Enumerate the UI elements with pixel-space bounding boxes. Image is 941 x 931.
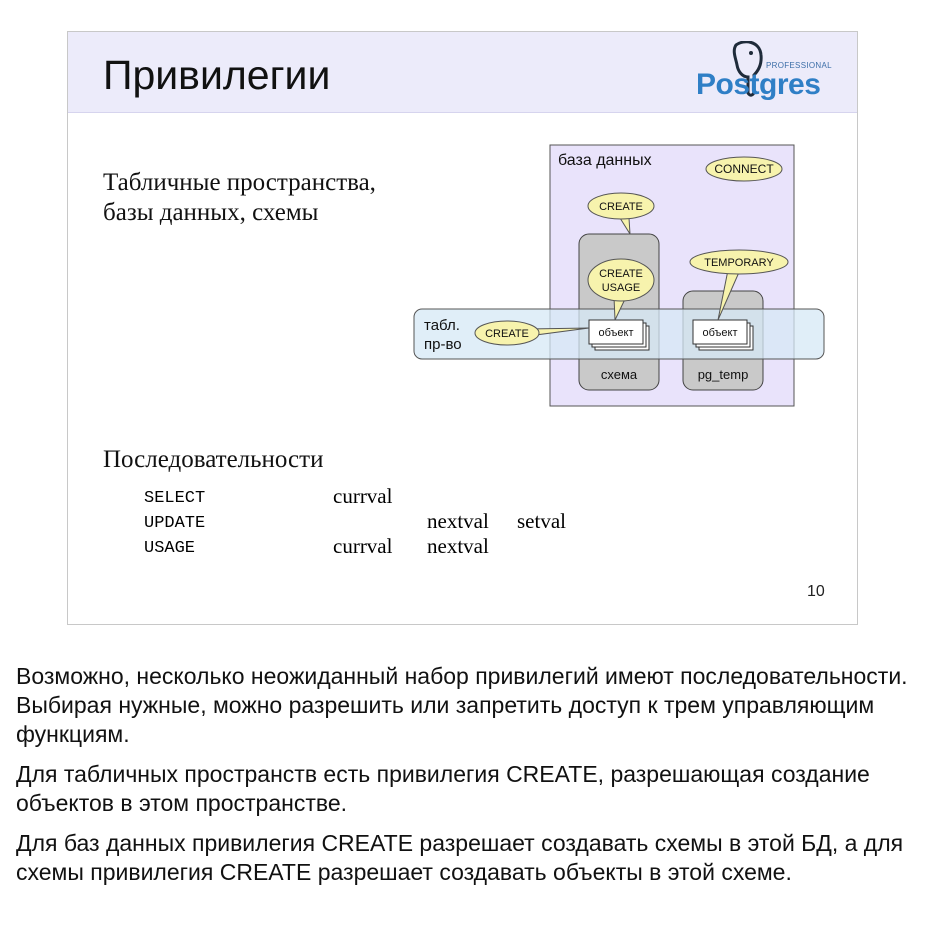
notes-paragraph-3: Для баз данных привилегия CREATE разреша…	[16, 830, 904, 885]
schema-bubble-line2: USAGE	[602, 282, 641, 294]
object2-box	[692, 319, 748, 345]
table-row: SELECT currval	[144, 484, 644, 509]
slide-title: Привилегии	[103, 52, 331, 98]
object1-box	[588, 319, 644, 345]
function-cell: setval	[517, 509, 566, 533]
function-cell: nextval	[427, 509, 489, 533]
object1-label: объект	[598, 327, 633, 339]
section1-line2: базы данных, схемы	[103, 199, 319, 226]
tablespace-label-line2: пр-во	[424, 336, 462, 353]
schema-bubble-line1: CREATE	[599, 268, 643, 280]
object2-label: объект	[702, 327, 737, 339]
elephant-icon	[732, 41, 763, 97]
table-row: UPDATE nextval setval	[144, 509, 644, 534]
temporary-bubble-label: TEMPORARY	[704, 257, 774, 269]
function-cell: nextval	[427, 534, 489, 558]
database-label: база данных	[558, 152, 652, 169]
tablespace-bubble-label: CREATE	[485, 328, 529, 340]
notes-paragraph-1: Возможно, несколько неожиданный набор пр…	[16, 663, 908, 747]
create-db-bubble-label: CREATE	[599, 201, 643, 213]
slide: Привилегии PROFESSIONAL Postgres Табличн…	[67, 31, 858, 625]
privilege-name: UPDATE	[144, 514, 206, 533]
speaker-notes: Возможно, несколько неожиданный набор пр…	[16, 662, 921, 898]
privilege-name: SELECT	[144, 489, 206, 508]
postgres-logo: PROFESSIONAL Postgres	[696, 41, 832, 103]
logo-word: Postgres	[696, 68, 821, 101]
connect-bubble	[705, 156, 783, 182]
table-row: USAGE currval nextval	[144, 534, 644, 559]
connect-bubble-label: CONNECT	[714, 162, 774, 176]
privileges-diagram: база данных табл. пр-во объект объект сх…	[413, 144, 825, 407]
privilege-name: USAGE	[144, 539, 196, 558]
tablespace-label-line1: табл.	[424, 317, 460, 334]
create-db-bubble	[587, 192, 655, 220]
temporary-bubble	[689, 249, 789, 275]
logo-small-text: PROFESSIONAL	[766, 61, 832, 70]
page-number: 10	[807, 583, 825, 600]
section1-line1: Табличные пространства,	[103, 169, 376, 196]
schema-bubble	[587, 258, 655, 302]
tablespace-bubble	[474, 320, 540, 346]
pg-temp-label: pg_temp	[698, 367, 749, 382]
section-tablespaces-heading: Табличные пространства, базы данных, схе…	[103, 168, 376, 228]
slide-header: Привилегии PROFESSIONAL Postgres	[68, 32, 857, 113]
section-sequences-heading: Последовательности	[103, 446, 324, 473]
notes-paragraph-2: Для табличных пространств есть привилеги…	[16, 761, 870, 816]
schema-label: схема	[601, 367, 638, 382]
function-cell: currval	[333, 534, 393, 558]
function-cell: currval	[333, 484, 393, 508]
